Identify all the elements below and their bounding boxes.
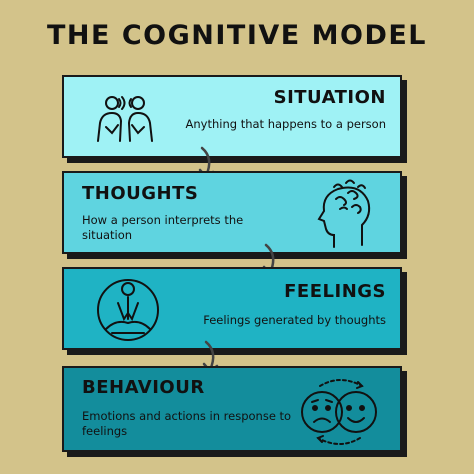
meditating-person-icon <box>97 279 159 341</box>
behaviour-card: BEHAVIOUR Emotions and actions in respon… <box>62 366 402 452</box>
thoughts-heading: THOUGHTS <box>82 183 199 204</box>
sad-happy-faces-icon <box>301 379 377 445</box>
feelings-description: Feelings generated by thoughts <box>203 313 386 327</box>
feelings-card: FEELINGS Feelings generated by thoughts <box>62 267 402 350</box>
situation-card: SITUATION Anything that happens to a per… <box>62 75 402 158</box>
thoughts-description: How a person interprets the situation <box>82 213 244 242</box>
behaviour-heading: BEHAVIOUR <box>82 377 205 398</box>
thoughts-card: THOUGHTS How a person interprets the sit… <box>62 171 402 254</box>
head-thinking-icon <box>317 179 371 248</box>
feelings-heading: FEELINGS <box>284 281 386 302</box>
page-title: THE COGNITIVE MODEL <box>46 20 427 51</box>
behaviour-description: Emotions and actions in response to feel… <box>82 409 292 438</box>
two-people-talking-icon <box>97 96 153 142</box>
situation-heading: SITUATION <box>273 87 386 108</box>
situation-description: Anything that happens to a person <box>185 117 386 131</box>
